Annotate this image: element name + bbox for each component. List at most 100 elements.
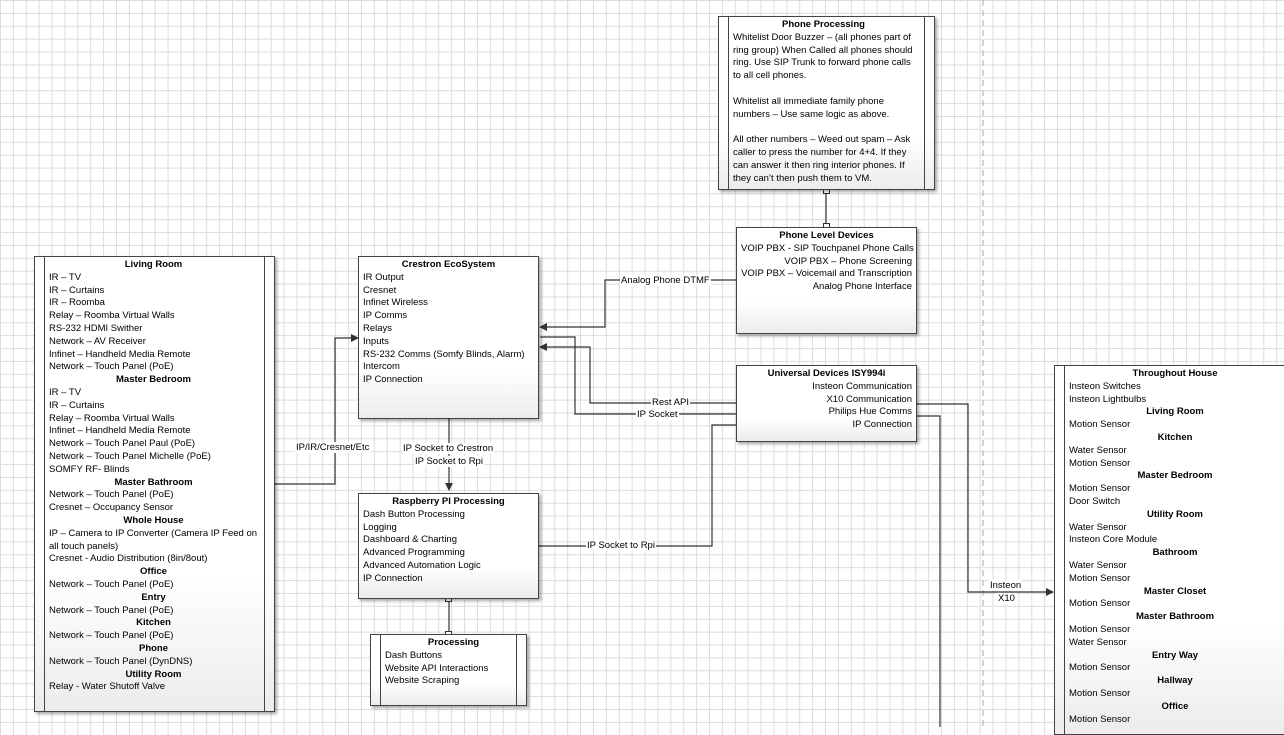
sensor-item: Motion Sensor xyxy=(1069,687,1131,699)
living-room-item: IR – Roomba xyxy=(49,297,105,309)
crestron-item: IP Comms xyxy=(363,310,408,322)
sensor-item: Motion Sensor xyxy=(1069,419,1131,431)
section-heading: Office xyxy=(1161,700,1189,712)
crestron-item: IR Output xyxy=(363,271,404,283)
label-insteon: Insteon xyxy=(989,580,1023,591)
device-item: VOIP PBX – Voicemail and Transcription xyxy=(741,268,912,280)
sensor-item: Water Sensor xyxy=(1069,444,1127,456)
wire-isy-down xyxy=(916,415,941,727)
crestron-item: Cresnet xyxy=(363,284,397,296)
processing-item: Dash Buttons xyxy=(385,649,443,661)
crestron-item: IP Connection xyxy=(363,374,423,386)
sensor-item: Water Sensor xyxy=(1069,636,1127,648)
sensor-item: Motion Sensor xyxy=(1069,572,1131,584)
sensor-item: Motion Sensor xyxy=(1069,457,1131,469)
living-room-item: IR – Curtains xyxy=(49,284,105,296)
label-ip-ir-cresnet: IP/IR/Cresnet/Etc xyxy=(295,442,371,453)
processing-title: Processing xyxy=(427,637,480,648)
living-room-item: Network – Touch Panel (PoE) xyxy=(49,630,174,642)
section-heading: Whole House xyxy=(123,514,184,526)
label-rest-api: Rest API xyxy=(651,397,690,408)
raspberry-item: Dashboard & Charting xyxy=(363,534,457,546)
isy-title: Universal Devices ISY994i xyxy=(767,368,886,379)
living-room-item: Network – AV Receiver xyxy=(49,335,146,347)
sensor-item: Motion Sensor xyxy=(1069,483,1131,495)
sensor-item: Motion Sensor xyxy=(1069,623,1131,635)
section-heading: Phone xyxy=(138,642,169,654)
phone-level-devices-box[interactable]: Phone Level Devices VOIP PBX - SIP Touch… xyxy=(736,227,917,334)
section-heading: Bathroom xyxy=(1152,547,1198,559)
living-room-item: Infinet – Handheld Media Remote xyxy=(49,425,191,437)
living-room-item: Relay – Roomba Virtual Walls xyxy=(49,412,175,424)
sensor-item: Insteon Switches xyxy=(1069,380,1141,392)
raspberry-item: Advanced Automation Logic xyxy=(363,559,481,571)
sensor-item: Motion Sensor xyxy=(1069,598,1131,610)
raspberry-item: Dash Button Processing xyxy=(363,508,465,520)
device-item: VOIP PBX – Phone Screening xyxy=(784,255,912,267)
phone-processing-paragraph: Whitelist Door Buzzer – (all phones part… xyxy=(733,31,913,82)
section-heading: Master Closet xyxy=(1143,585,1207,597)
section-heading: Entry Way xyxy=(1151,649,1199,661)
living-room-item: Network – Touch Panel (PoE) xyxy=(49,489,174,501)
sensor-item: Water Sensor xyxy=(1069,521,1127,533)
wire-analog-phone xyxy=(539,276,745,331)
section-heading: Hallway xyxy=(1157,675,1193,687)
label-ip-socket: IP Socket xyxy=(636,409,679,420)
living-room-item: RS-232 HDMI Swither xyxy=(49,322,143,334)
section-heading: Master Bedroom xyxy=(116,374,191,386)
isy-item: Philips Hue Comms xyxy=(828,406,912,418)
wire-rest-api xyxy=(539,343,745,407)
section-heading: Master Bathroom xyxy=(114,476,193,488)
crestron-item: Relays xyxy=(363,322,393,334)
sensor-item: Motion Sensor xyxy=(1069,713,1131,725)
living-room-item: Network – Touch Panel Paul (PoE) xyxy=(49,438,196,450)
crestron-item: Intercom xyxy=(363,361,400,373)
wire-living-crestron xyxy=(269,334,359,488)
section-heading: Kitchen xyxy=(1157,431,1193,443)
living-room-item: Network – Touch Panel (DynDNS) xyxy=(49,655,193,667)
isy-item: Insteon Communication xyxy=(812,380,912,392)
isy-item: X10 Communication xyxy=(826,393,912,405)
section-heading: Entry xyxy=(141,591,166,603)
section-heading: Utility Room xyxy=(1147,508,1203,520)
living-room-item: Network – Touch Panel (PoE) xyxy=(49,361,174,373)
living-room-item: IR – TV xyxy=(49,386,82,398)
sensor-item: Door Switch xyxy=(1069,495,1121,507)
crestron-item: RS-232 Comms (Somfy Blinds, Alarm) xyxy=(363,348,525,360)
label-x10: X10 xyxy=(997,593,1016,604)
sensor-item: Water Sensor xyxy=(1069,559,1127,571)
raspberry-item: IP Connection xyxy=(363,572,423,584)
section-heading: Master Bathroom xyxy=(1135,611,1215,623)
raspberry-title: Raspberry PI Processing xyxy=(392,496,505,507)
section-heading: Living Room xyxy=(1146,406,1204,418)
wire-isy-throughout xyxy=(911,400,1054,596)
living-room-item: Relay - Water Shutoff Valve xyxy=(49,681,165,693)
phone-processing-paragraph: Whitelist all immediate family phone num… xyxy=(733,95,890,120)
living-room-item: IP – Camera to IP Converter (Camera IP F… xyxy=(49,527,258,552)
section-heading: Master Bedroom xyxy=(1137,470,1213,482)
phone-processing-box[interactable]: Phone Processing Whitelist Door Buzzer –… xyxy=(718,16,935,190)
wire-rpi-isy xyxy=(533,424,738,550)
crestron-item: Inputs xyxy=(363,335,389,347)
living-room-item: Relay – Roomba Virtual Walls xyxy=(49,310,175,322)
living-room-title: Living Room xyxy=(124,259,183,270)
living-room-item: IR – TV xyxy=(49,271,82,283)
isy-box[interactable]: Universal Devices ISY994i Insteon Commun… xyxy=(736,365,917,442)
raspberry-box[interactable]: Raspberry PI Processing Dash Button Proc… xyxy=(358,493,539,599)
section-heading: Office xyxy=(140,566,167,578)
phone-level-devices-title: Phone Level Devices xyxy=(779,230,874,241)
sensor-item: Insteon Lightbulbs xyxy=(1069,393,1147,405)
living-room-item: Cresnet – Occupancy Sensor xyxy=(49,502,174,514)
section-heading: Utility Room xyxy=(125,668,182,680)
living-room-item: Network – Touch Panel (PoE) xyxy=(49,604,174,616)
living-room-item: Network – Touch Panel (PoE) xyxy=(49,578,174,590)
processing-item: Website API Interactions xyxy=(385,662,489,674)
device-item: VOIP PBX - SIP Touchpanel Phone Calls xyxy=(741,242,914,254)
crestron-title: Crestron EcoSystem xyxy=(401,259,496,270)
sensor-item: Insteon Core Module xyxy=(1069,534,1158,546)
crestron-item: Infinet Wireless xyxy=(363,297,428,309)
